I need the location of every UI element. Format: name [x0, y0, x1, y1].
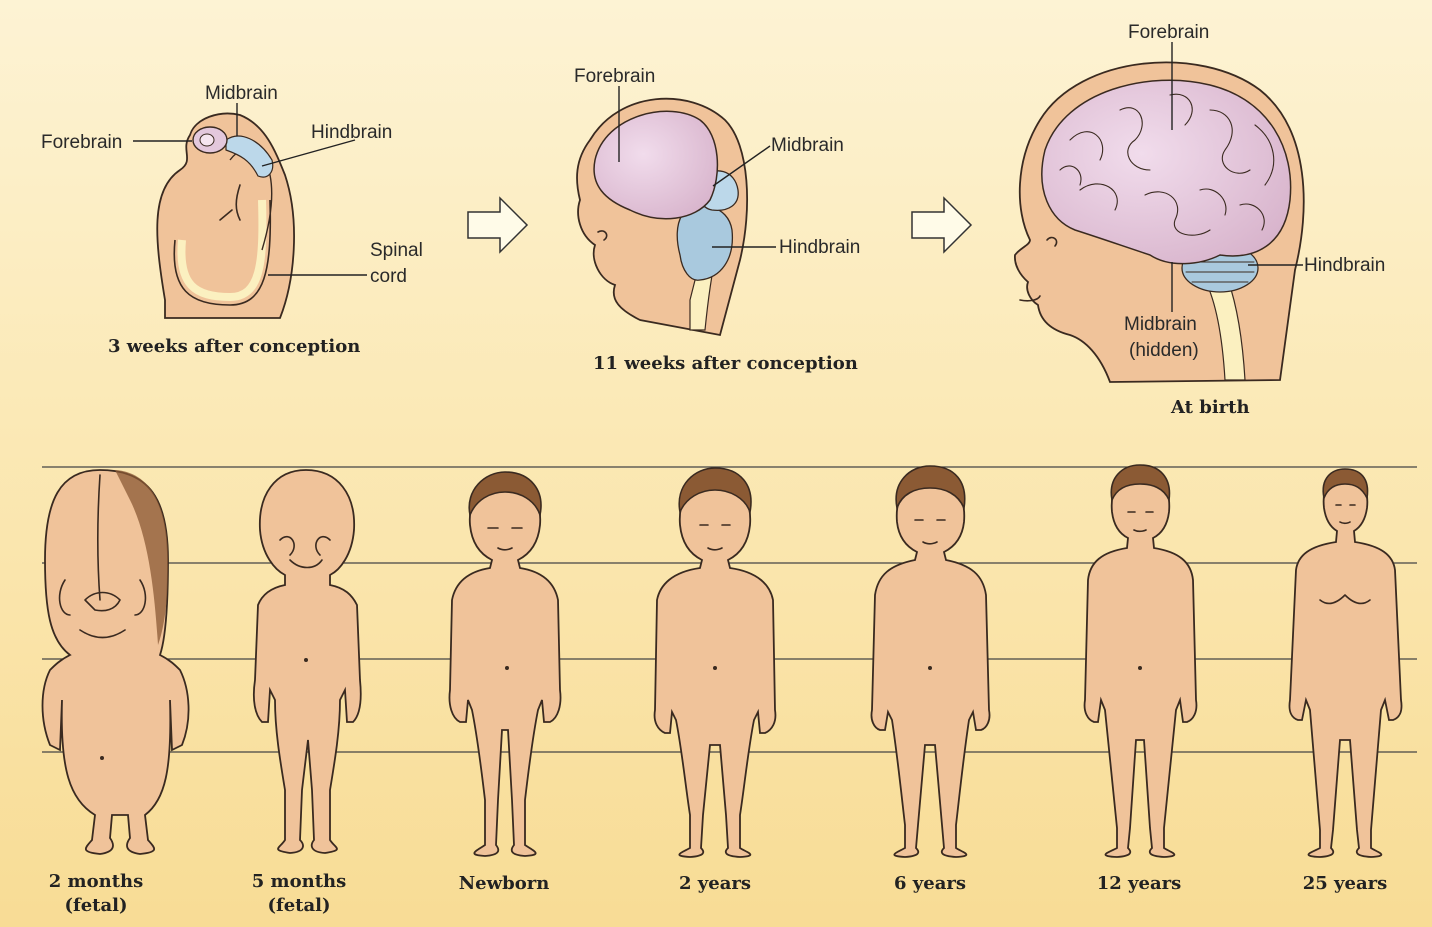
caption-2-months-line2: (fetal) — [64, 895, 127, 916]
caption-5-months-line1: 5 months — [252, 871, 346, 892]
label-spinal-cord-line1: Spinal — [370, 240, 423, 261]
fetal-head-11-weeks — [577, 99, 747, 335]
caption-6-years: 6 years — [894, 873, 966, 894]
caption-12-years: 12 years — [1097, 873, 1182, 894]
label-forebrain-11wk: Forebrain — [574, 66, 655, 87]
label-midbrain-11wk: Midbrain — [771, 135, 844, 156]
caption-11-weeks: 11 weeks after conception — [593, 353, 858, 374]
caption-2-months-line1: 2 months — [49, 871, 143, 892]
figure-12-years — [1085, 465, 1197, 857]
progress-arrow-icon — [468, 198, 527, 252]
label-spinal-cord-line2: cord — [370, 266, 407, 287]
caption-25-years: 25 years — [1303, 873, 1388, 894]
figure-5-months-fetal — [254, 470, 361, 853]
caption-5-months-line2: (fetal) — [267, 895, 330, 916]
figure-2-years — [655, 468, 776, 857]
progress-arrow-icon — [912, 198, 971, 252]
caption-2-years: 2 years — [679, 873, 751, 894]
figure-6-years — [871, 466, 989, 857]
figure-2-months-fetal — [43, 470, 189, 854]
label-hindbrain-birth: Hindbrain — [1304, 255, 1385, 276]
caption-newborn: Newborn — [459, 873, 550, 894]
label-midbrain-3wk: Midbrain — [205, 83, 278, 104]
embryo-3-weeks — [157, 114, 294, 318]
label-midbrain-birth-line2: (hidden) — [1129, 340, 1199, 361]
caption-at-birth: At birth — [1170, 397, 1250, 418]
label-forebrain-birth: Forebrain — [1128, 22, 1209, 43]
caption-3-weeks: 3 weeks after conception — [108, 336, 360, 357]
label-midbrain-birth-line1: Midbrain — [1124, 314, 1197, 335]
label-hindbrain-3wk: Hindbrain — [311, 122, 392, 143]
figure-newborn — [449, 472, 560, 856]
label-hindbrain-11wk: Hindbrain — [779, 237, 860, 258]
figure-25-years — [1289, 469, 1401, 857]
label-forebrain-3wk: Forebrain — [41, 132, 122, 153]
